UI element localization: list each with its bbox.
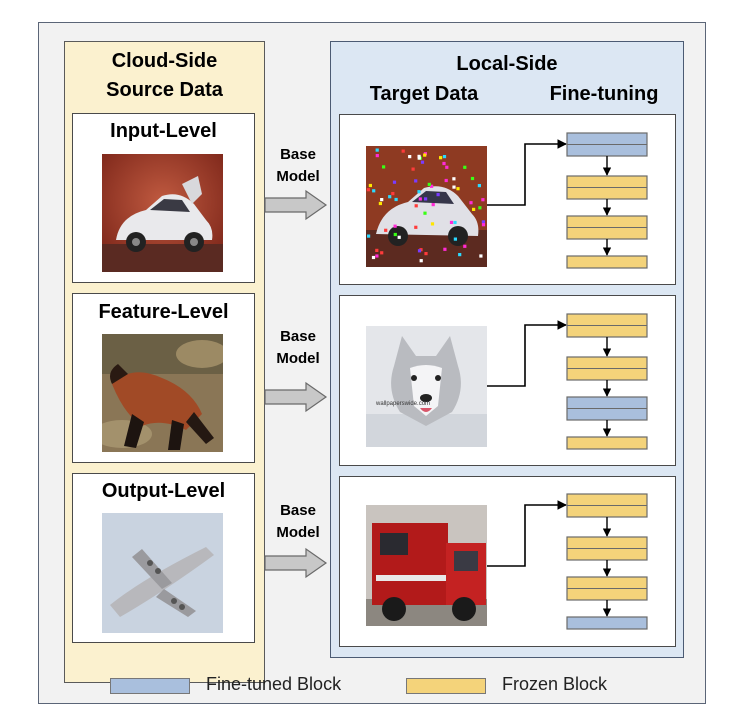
- noise-pixel: [423, 211, 427, 215]
- noise-pixel: [372, 189, 376, 193]
- noise-pixel: [449, 220, 454, 224]
- noise-pixel: [368, 183, 372, 188]
- noise-pixel: [414, 179, 418, 183]
- output-level-label: Output-Level: [101, 480, 226, 502]
- noise-pixel: [442, 155, 447, 159]
- noise-pixel: [417, 190, 421, 194]
- legend-frozen-label: Frozen Block: [502, 674, 608, 694]
- noise-pixel: [417, 249, 422, 253]
- legend-fine-tuned-swatch: [110, 678, 190, 694]
- noise-pixel: [442, 161, 446, 166]
- legend-frozen-swatch: [406, 678, 486, 694]
- noise-pixel: [397, 235, 401, 239]
- noise-pixel: [445, 165, 449, 169]
- noise-pixel: [393, 224, 397, 228]
- noise-pixel: [380, 251, 384, 255]
- target-data-label: Target Data: [369, 83, 479, 105]
- wolf-watermark: wallpaperswide.com: [376, 401, 431, 407]
- connector-arrow: [487, 500, 567, 567]
- noise-pixel: [424, 252, 428, 256]
- base-model-label-1: Base Model: [276, 146, 320, 185]
- cloud-side-title: Cloud-Side: [111, 50, 218, 72]
- noise-pixel: [394, 197, 398, 202]
- feature-level-label: Feature-Level: [98, 301, 229, 323]
- car-image: [102, 154, 223, 272]
- noise-pixel: [463, 165, 467, 169]
- noise-pixel: [388, 195, 392, 199]
- noise-pixel: [431, 203, 435, 207]
- noise-pixel: [453, 220, 457, 225]
- noise-pixel: [417, 154, 421, 158]
- noise-pixel: [401, 149, 405, 153]
- noise-pixel: [419, 259, 423, 263]
- fire-truck-image: [366, 505, 487, 626]
- noise-pixel: [418, 197, 422, 201]
- noise-pixel: [453, 237, 457, 241]
- noise-pixel: [375, 154, 379, 158]
- noise-pixel: [452, 177, 456, 181]
- noise-pixel: [456, 187, 460, 191]
- connector-arrow: [487, 139, 567, 206]
- connector-arrow: [487, 320, 567, 387]
- frozen-block: [566, 436, 648, 450]
- noise-pixel: [430, 184, 434, 188]
- local-side-title: Local-Side: [456, 53, 558, 75]
- noise-pixel: [366, 188, 370, 192]
- noise-pixel: [380, 198, 384, 202]
- noise-pixel: [375, 248, 379, 252]
- noise-pixel: [477, 184, 481, 188]
- noise-pixel: [470, 176, 475, 181]
- noise-pixel: [393, 232, 397, 237]
- noise-pixel: [481, 198, 485, 202]
- noise-pixel: [439, 156, 443, 160]
- noise-pixel: [458, 253, 462, 257]
- noise-pixel: [384, 228, 388, 232]
- noise-pixel: [391, 192, 395, 196]
- noise-pixel: [443, 247, 447, 251]
- noise-pixel: [469, 201, 473, 205]
- noise-pixel: [371, 255, 376, 260]
- noise-pixel: [414, 225, 418, 229]
- noise-pixel: [424, 197, 428, 201]
- noise-pixel: [436, 193, 440, 197]
- input-level-label: Input-Level: [110, 120, 217, 142]
- noise-pixel: [479, 254, 483, 258]
- wolf-image: [366, 326, 487, 447]
- noise-pixel: [378, 201, 382, 206]
- noise-pixel: [452, 185, 456, 189]
- noise-pixel: [375, 148, 379, 152]
- noise-pixel: [478, 206, 482, 210]
- noise-pixel: [444, 178, 448, 183]
- fine-tuned-block: [566, 616, 648, 630]
- base-model-arrow-3: [264, 547, 328, 579]
- frozen-block: [566, 255, 648, 269]
- base-model-label-3: Base Model: [276, 502, 320, 541]
- noise-pixel: [382, 165, 386, 169]
- base-model-arrow-2: [264, 381, 328, 413]
- noise-pixel: [367, 234, 371, 238]
- animal-image: [102, 334, 223, 452]
- noise-pixel: [411, 167, 415, 171]
- legend-fine-tuned-label: Fine-tuned Block: [206, 674, 342, 694]
- noise-pixel: [427, 182, 431, 186]
- noise-pixel: [408, 155, 412, 159]
- noise-pixel: [420, 160, 425, 164]
- fine-tuning-label: Fine-tuning: [549, 83, 659, 105]
- noise-pixel: [375, 254, 379, 258]
- noise-pixel: [414, 204, 418, 208]
- airplane-image: [102, 513, 223, 633]
- noise-pixel: [481, 223, 486, 227]
- noise-pixel: [417, 156, 421, 160]
- noise-pixel: [481, 220, 485, 224]
- noise-pixel: [463, 244, 467, 248]
- noise-pixel: [392, 180, 397, 184]
- base-model-label-2: Base Model: [276, 328, 320, 367]
- cloud-side-subtitle: Source Data: [106, 79, 223, 101]
- noise-pixel: [430, 222, 435, 226]
- noise-pixel: [423, 153, 427, 157]
- noisy-car-image: [366, 146, 487, 267]
- base-model-arrow-1: [264, 189, 328, 221]
- noise-pixel: [472, 207, 476, 211]
